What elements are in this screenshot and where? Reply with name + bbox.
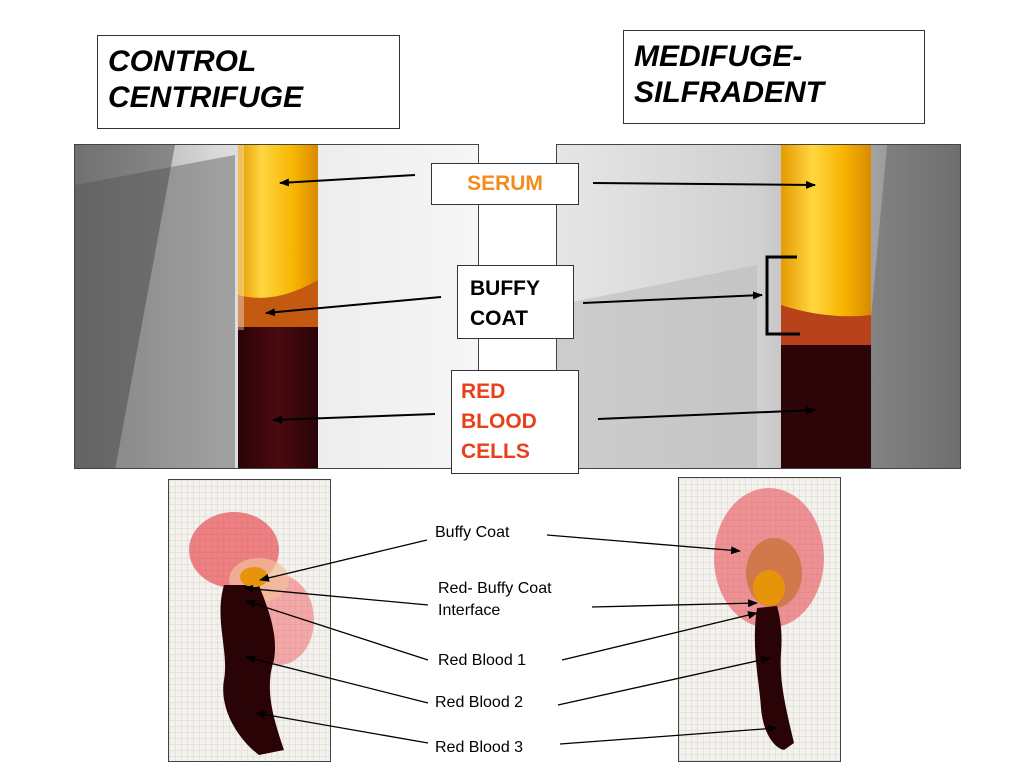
medifuge-tube-photo xyxy=(556,144,961,469)
gauze-interface-label: Red- Buffy Coat Interface xyxy=(438,580,552,619)
control-tube-photo xyxy=(74,144,479,469)
gauze-buffy-coat-label: Buffy Coat xyxy=(435,524,510,541)
gauze-red-blood-2-label: Red Blood 2 xyxy=(435,694,524,711)
red-blood-cells-label: RED BLOOD CELLS xyxy=(451,370,579,474)
control-gauze-photo xyxy=(168,479,331,762)
gauze-red-blood-1-label: Red Blood 1 xyxy=(438,652,527,669)
buffy-coat-label: BUFFY COAT xyxy=(457,265,574,339)
title-control-centrifuge: CONTROL CENTRIFUGE xyxy=(97,35,400,129)
gauze-red-blood-3-label: Red Blood 3 xyxy=(435,739,524,756)
medifuge-gauze-photo xyxy=(678,477,841,762)
title-medifuge-silfradent: MEDIFUGE- SILFRADENT xyxy=(623,30,925,124)
serum-label: SERUM xyxy=(431,163,579,205)
